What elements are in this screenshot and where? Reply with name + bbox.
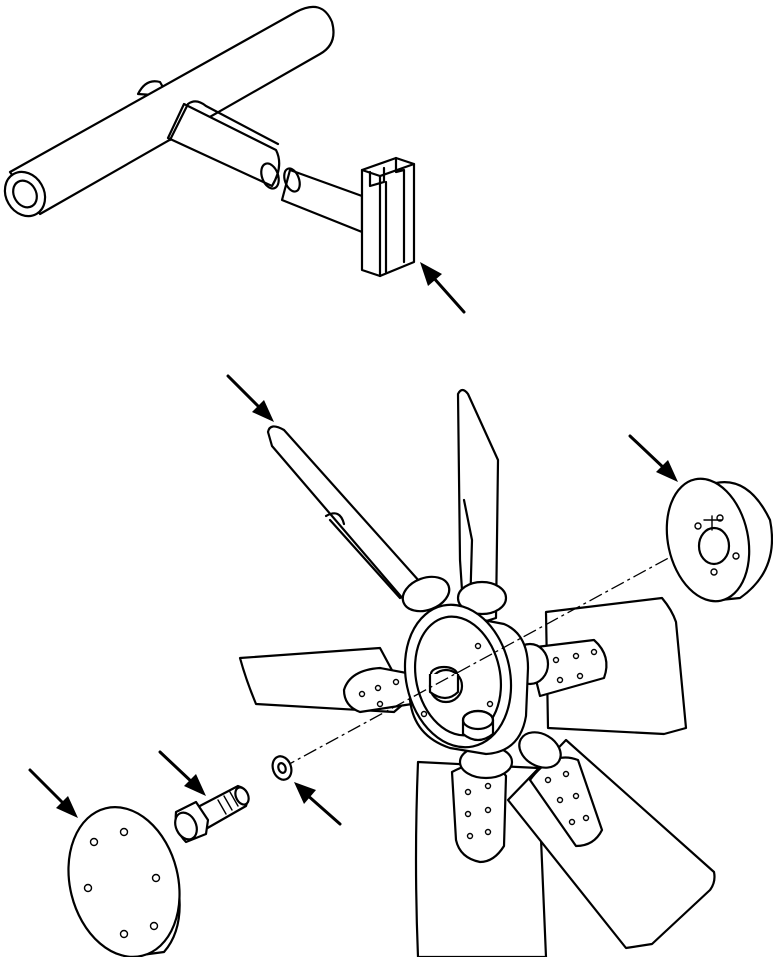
fan-icon: [238, 388, 716, 957]
callout-arrow: [294, 782, 342, 826]
bolt-icon: [174, 784, 250, 844]
plate-icon: [67, 806, 181, 957]
callout-arrow: [226, 374, 274, 422]
centerline: [281, 529, 721, 769]
callout-arrow: [628, 434, 678, 482]
callout-arrow: [158, 750, 206, 796]
callout-arrow: [420, 262, 466, 314]
tee-handle-wrench-icon: [3, 5, 364, 234]
pulley-icon: [665, 477, 773, 603]
callout-arrow: [28, 768, 78, 818]
washer-icon: [271, 755, 293, 781]
slotted-socket-icon: [360, 156, 416, 278]
